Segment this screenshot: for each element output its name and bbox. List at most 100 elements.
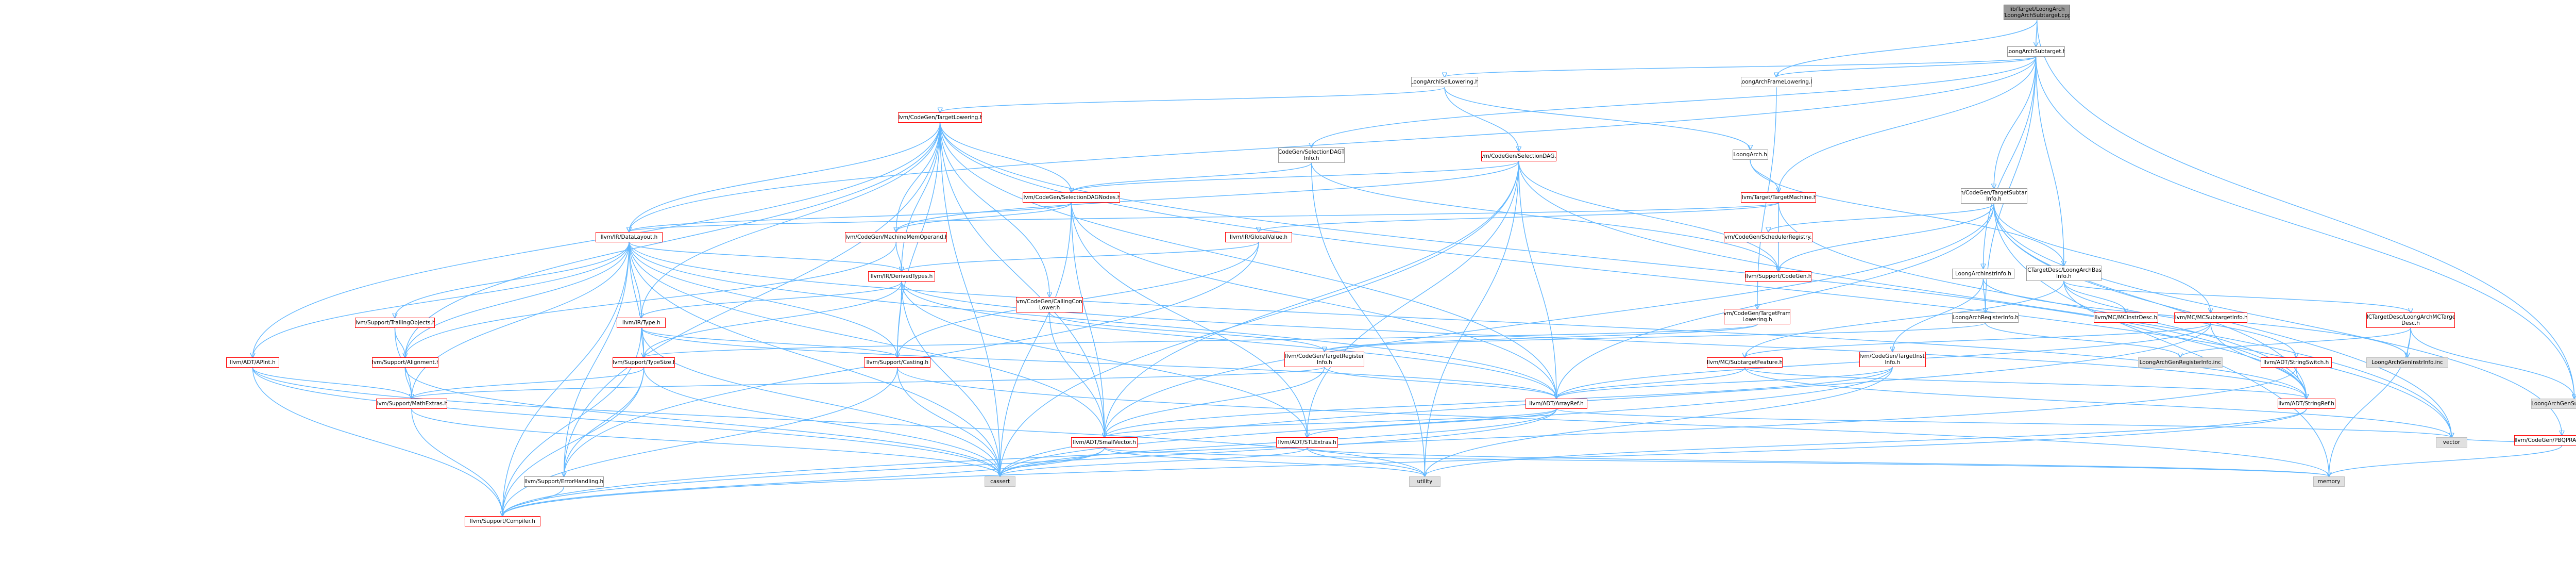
- edge-arrayref-to-smallvector: [1105, 409, 1556, 437]
- edge-tli-to-smallvector: [940, 123, 1105, 438]
- edge-arrayref-to-stlextras: [1307, 409, 1556, 437]
- node-vector[interactable]: vector: [2436, 437, 2467, 448]
- edge-isellowering-to-tli: [940, 87, 1445, 112]
- node-targetmachine[interactable]: llvm/Target/TargetMachine.h: [1741, 192, 1816, 203]
- node-irtype[interactable]: llvm/IR/Type.h: [617, 318, 666, 328]
- edge-stringref-to-utility: [1425, 409, 2306, 476]
- edge-irtype-to-cassert: [641, 328, 1000, 476]
- edge-subfeature-to-stringref: [1745, 368, 2307, 399]
- node-arrayref[interactable]: llvm/ADT/ArrayRef.h: [1526, 399, 1588, 409]
- node-mctdesc[interactable]: MCTargetDesc/LoongArchMCTarget Desc.h: [2366, 312, 2455, 328]
- edge-casting-to-memory: [897, 368, 2329, 476]
- edge-instrinfo-to-reginfo: [1983, 279, 1985, 313]
- node-mcinstrdesc[interactable]: llvm/MC/MCInstrDesc.h: [2094, 312, 2158, 323]
- node-pbqp[interactable]: llvm/CodeGen/PBQPRAConstraint.h: [2514, 435, 2576, 446]
- node-genreginfo[interactable]: LoongArchGenRegisterInfo.inc: [2138, 357, 2223, 368]
- node-seldagti[interactable]: llvm/CodeGen/SelectionDAGTarget Info.h: [1278, 147, 1345, 163]
- node-compiler[interactable]: llvm/Support/Compiler.h: [465, 516, 540, 526]
- node-tinstrinfo[interactable]: llvm/CodeGen/TargetInstr Info.h: [1859, 352, 1926, 367]
- node-subfeature[interactable]: llvm/MC/SubtargetFeature.h: [1707, 357, 1782, 368]
- edge-mmo-to-alignment: [405, 242, 896, 358]
- edge-subtarget-to-datalayout: [629, 57, 2036, 232]
- node-mmo[interactable]: llvm/CodeGen/MachineMemOperand.h: [845, 232, 947, 242]
- edge-irtype-to-arrayref: [641, 328, 1556, 399]
- edge-subtarget-to-gensubtarget: [2036, 57, 2574, 399]
- edge-callingconv-to-treginfo: [1049, 312, 1325, 352]
- edge-treginfo-to-mathextras: [412, 367, 1325, 399]
- edge-apint-to-compiler: [252, 368, 502, 516]
- node-mathextras[interactable]: llvm/Support/MathExtras.h: [376, 399, 447, 409]
- edge-mathextras-to-compiler: [412, 409, 503, 516]
- edge-seldagnodes-to-arrayref: [1072, 203, 1557, 399]
- node-stlextras[interactable]: llvm/ADT/STLExtras.h: [1276, 437, 1338, 448]
- node-isellowering[interactable]: LoongArchISelLowering.h: [1411, 77, 1478, 87]
- node-casting[interactable]: llvm/Support/Casting.h: [864, 357, 930, 368]
- edge-tli-to-seldagnodes: [940, 123, 1072, 192]
- node-la[interactable]: LoongArch.h: [1733, 150, 1768, 160]
- edge-root-to-framelowering: [1776, 20, 2037, 77]
- edge-la-to-targetmachine: [1750, 160, 1778, 192]
- node-gensubtarget[interactable]: LoongArchGenSubtargetInfo.inc: [2531, 399, 2576, 409]
- node-callingconv[interactable]: llvm/CodeGen/CallingConv Lower.h: [1016, 297, 1082, 312]
- node-subtarget[interactable]: LoongArchSubtarget.h: [2007, 46, 2065, 57]
- edge-tsi-to-mcsti: [1994, 204, 2211, 312]
- edge-globalvalue-to-derivedtypes: [902, 242, 1259, 272]
- node-typesize[interactable]: llvm/Support/TypeSize.h: [613, 357, 675, 368]
- node-smallvector[interactable]: llvm/ADT/SmallVector.h: [1071, 437, 1138, 448]
- edge-derivedtypes-to-irtype: [641, 282, 902, 318]
- node-treginfo[interactable]: llvm/CodeGen/TargetRegister Info.h: [1284, 352, 1364, 367]
- node-mcbase[interactable]: MCTargetDesc/LoongArchBase Info.h: [2026, 266, 2102, 281]
- node-tflowering[interactable]: llvm/CodeGen/TargetFrame Lowering.h: [1724, 309, 1790, 324]
- node-mcsti[interactable]: llvm/MC/MCSubtargetInfo.h: [2174, 312, 2247, 323]
- edge-apint-to-cassert: [252, 368, 1000, 476]
- node-codegen[interactable]: llvm/Support/CodeGen.h: [1745, 271, 1811, 282]
- edge-subtarget-to-mcbase: [2036, 57, 2064, 266]
- node-seldag[interactable]: llvm/CodeGen/SelectionDAG.h: [1481, 151, 1556, 161]
- node-utility[interactable]: utility: [1409, 476, 1440, 487]
- edge-arrayref-to-vector: [1556, 409, 2451, 437]
- edge-targetmachine-to-globalvalue: [1259, 203, 1778, 232]
- node-cassert[interactable]: cassert: [985, 476, 1015, 487]
- edge-subtarget-to-instrinfo: [1983, 57, 2036, 269]
- edge-mctdesc-to-geninstrinfo: [2408, 328, 2411, 357]
- edge-irtype-to-compiler: [502, 328, 641, 516]
- node-trailing[interactable]: llvm/Support/TrailingObjects.h: [355, 318, 435, 328]
- node-seldagnodes[interactable]: llvm/CodeGen/SelectionDAGNodes.h: [1023, 192, 1120, 203]
- node-root[interactable]: lib/Target/LoongArch /LoongArchSubtarget…: [2004, 5, 2070, 20]
- edge-alignment-to-cassert: [405, 368, 1000, 476]
- node-framelowering[interactable]: LoongArchFrameLowering.h: [1741, 77, 1812, 87]
- edge-tinstrinfo-to-arrayref: [1556, 367, 1892, 399]
- node-stringref[interactable]: llvm/ADT/StringRef.h: [2278, 399, 2335, 409]
- node-reginfo[interactable]: LoongArchRegisterInfo.h: [1952, 312, 2019, 323]
- edge-smallvector-to-memory: [1105, 448, 2329, 476]
- edge-mctdesc-to-memory: [2329, 328, 2411, 476]
- edge-datalayout-to-mathextras: [412, 242, 629, 399]
- node-datalayout[interactable]: llvm/IR/DataLayout.h: [596, 232, 662, 242]
- edge-seldag-to-codegen: [1519, 161, 1778, 271]
- edge-seldag-to-seldagnodes: [1072, 161, 1519, 192]
- node-tsi[interactable]: llvm/CodeGen/TargetSubtarget Info.h: [1961, 188, 2027, 204]
- node-schedreg[interactable]: llvm/CodeGen/SchedulerRegistry.h: [1724, 232, 1812, 242]
- node-apint[interactable]: llvm/ADT/APInt.h: [226, 357, 279, 368]
- edge-datalayout-to-typesize: [629, 242, 644, 358]
- node-errorhandling[interactable]: llvm/Support/ErrorHandling.h: [524, 476, 604, 487]
- edge-seldag-to-smallvector: [1105, 161, 1519, 437]
- node-memory[interactable]: memory: [2313, 476, 2344, 487]
- node-globalvalue[interactable]: llvm/IR/GlobalValue.h: [1225, 232, 1292, 242]
- edge-subtarget-to-tsi: [1994, 57, 2036, 189]
- edge-derivedtypes-to-stringref: [902, 282, 2307, 399]
- edge-datalayout-to-derivedtypes: [629, 242, 902, 272]
- edge-datalayout-to-smallvector: [629, 242, 1105, 438]
- edge-reginfo-to-genreginfo: [1986, 323, 2180, 357]
- node-derivedtypes[interactable]: llvm/IR/DerivedTypes.h: [868, 271, 935, 282]
- node-tli[interactable]: llvm/CodeGen/TargetLowering.h: [898, 112, 982, 123]
- edge-treginfo-to-arrayref: [1325, 367, 1556, 399]
- node-alignment[interactable]: llvm/Support/Alignment.h: [372, 357, 438, 368]
- edge-la-to-mcbase: [1750, 160, 2064, 266]
- node-geninstrinfo[interactable]: LoongArchGenInstrInfo.inc: [2366, 357, 2448, 368]
- node-stringswitch[interactable]: llvm/ADT/StringSwitch.h: [2261, 357, 2332, 368]
- edge-typesize-to-errorhandling: [564, 368, 644, 476]
- edge-stlextras-to-memory: [1307, 448, 2329, 476]
- node-instrinfo[interactable]: LoongArchInstrInfo.h: [1952, 269, 2014, 279]
